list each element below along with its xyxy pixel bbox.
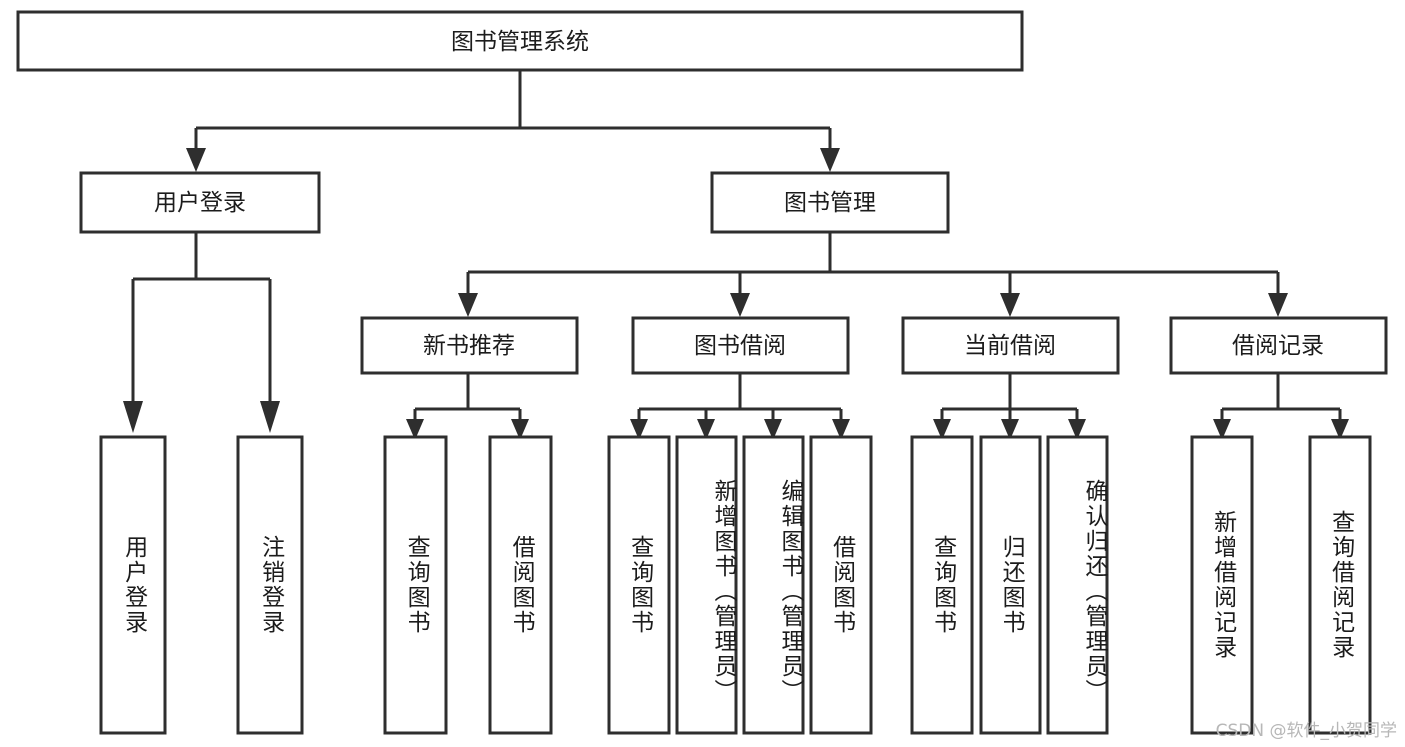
- node-current-borrow[interactable]: 当前借阅: [901, 316, 1120, 375]
- arrowhead-borrow-leaf1: [630, 419, 648, 440]
- arrowhead-current-leaf1: [933, 419, 951, 440]
- node-current-borrow-label: 当前借阅: [964, 333, 1056, 359]
- arrowhead-to-current: [1000, 293, 1020, 317]
- leaf-box-borrow-4[interactable]: [809, 435, 873, 735]
- node-root-box[interactable]: [16, 10, 1024, 72]
- leaf-box-current-1[interactable]: [910, 435, 974, 735]
- node-root[interactable]: 图书管理系统: [16, 10, 1024, 72]
- arrowhead-to-recommend: [458, 293, 478, 317]
- arrowhead-current-leaf2: [1001, 419, 1019, 440]
- node-user-login[interactable]: 用户登录: [79, 171, 321, 234]
- node-root-label: 图书管理系统: [451, 29, 589, 55]
- leaf-box-current-2[interactable]: [979, 435, 1042, 735]
- arrowhead-to-login: [186, 148, 206, 172]
- leaf-box-recommend-2[interactable]: [488, 435, 553, 735]
- node-book-management[interactable]: 图书管理: [710, 171, 950, 234]
- node-user-login-label: 用户登录: [154, 190, 246, 216]
- leaf-box-current-3[interactable]: [1046, 435, 1109, 735]
- arrowhead-to-record: [1268, 293, 1288, 317]
- arrowhead-to-borrow: [730, 293, 750, 317]
- leaf-box-borrow-3[interactable]: [742, 435, 805, 735]
- csdn-watermark: CSDN @软件_小贺同学: [1215, 721, 1397, 741]
- node-new-book-recommend-label: 新书推荐: [423, 333, 515, 359]
- node-new-book-recommend-box[interactable]: [360, 316, 579, 375]
- arrowheads-layer: [123, 148, 1349, 440]
- arrowhead-borrow-leaf4: [832, 419, 850, 440]
- node-borrow-record-box[interactable]: [1169, 316, 1388, 375]
- node-book-management-box[interactable]: [710, 171, 950, 234]
- leaf-box-borrow-2[interactable]: [675, 435, 738, 735]
- leaf-box-borrow-1[interactable]: [607, 435, 671, 735]
- leaf-box-recommend-1[interactable]: [383, 435, 448, 735]
- arrowhead-borrow-leaf3: [764, 419, 782, 440]
- arrowhead-login-leaf2: [260, 401, 280, 433]
- leaf-box-record-2[interactable]: [1308, 435, 1372, 735]
- arrowhead-borrow-leaf2: [697, 419, 715, 440]
- arrowhead-current-leaf3: [1068, 419, 1086, 440]
- leaf-box-record-1[interactable]: [1190, 435, 1254, 735]
- node-user-login-box[interactable]: [79, 171, 321, 234]
- arrowhead-to-bookmgmt: [820, 148, 840, 172]
- arrowhead-recommend-leaf1: [406, 419, 424, 440]
- node-borrow-record-label: 借阅记录: [1232, 333, 1324, 359]
- arrowhead-recommend-leaf2: [511, 419, 529, 440]
- leaf-box-user-login-1[interactable]: [99, 435, 167, 735]
- arrowhead-record-leaf1: [1213, 419, 1231, 440]
- arrowhead-record-leaf2: [1331, 419, 1349, 440]
- node-book-borrow-box[interactable]: [631, 316, 850, 375]
- arrowhead-login-leaf1: [123, 401, 143, 433]
- node-borrow-record[interactable]: 借阅记录: [1169, 316, 1388, 375]
- node-book-borrow[interactable]: 图书借阅: [631, 316, 850, 375]
- node-new-book-recommend[interactable]: 新书推荐: [360, 316, 579, 375]
- node-book-management-label: 图书管理: [784, 190, 876, 216]
- leaf-box-user-login-2[interactable]: [236, 435, 304, 735]
- node-current-borrow-box[interactable]: [901, 316, 1120, 375]
- node-book-borrow-label: 图书借阅: [694, 333, 786, 359]
